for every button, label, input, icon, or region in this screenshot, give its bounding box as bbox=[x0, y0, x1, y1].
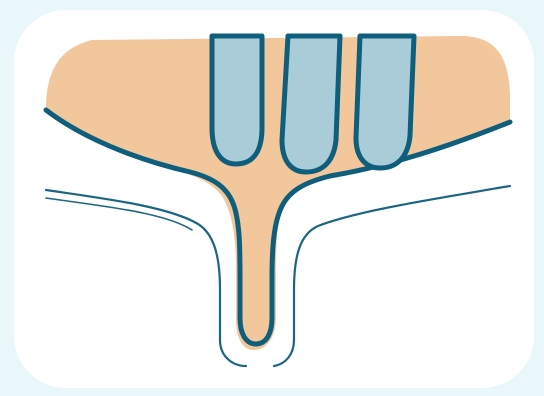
columnar-cell bbox=[282, 36, 340, 172]
columnar-cell bbox=[356, 36, 414, 168]
columnar-cell bbox=[212, 36, 262, 164]
